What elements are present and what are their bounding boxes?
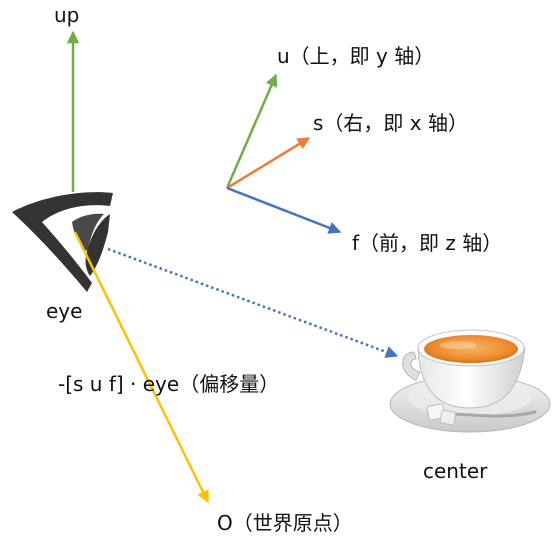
center-label: center bbox=[423, 459, 488, 483]
up-label: up bbox=[54, 3, 80, 27]
offset-arrow bbox=[73, 231, 210, 504]
f-axis-label: f（前，即 z 轴） bbox=[352, 231, 503, 255]
f-axis-arrow bbox=[226, 186, 342, 234]
u-axis-label: u（上，即 y 轴） bbox=[277, 44, 435, 68]
view-direction-line bbox=[107, 247, 399, 358]
teacup-icon bbox=[389, 329, 551, 433]
origin-label: O（世界原点） bbox=[217, 511, 353, 535]
u-axis-arrow bbox=[225, 73, 278, 189]
eye-label: eye bbox=[46, 299, 83, 323]
s-axis-arrow bbox=[226, 136, 311, 190]
s-axis-label: s（右，即 x 轴） bbox=[313, 111, 468, 135]
offset-label: -[s u f] · eye（偏移量） bbox=[58, 372, 280, 396]
